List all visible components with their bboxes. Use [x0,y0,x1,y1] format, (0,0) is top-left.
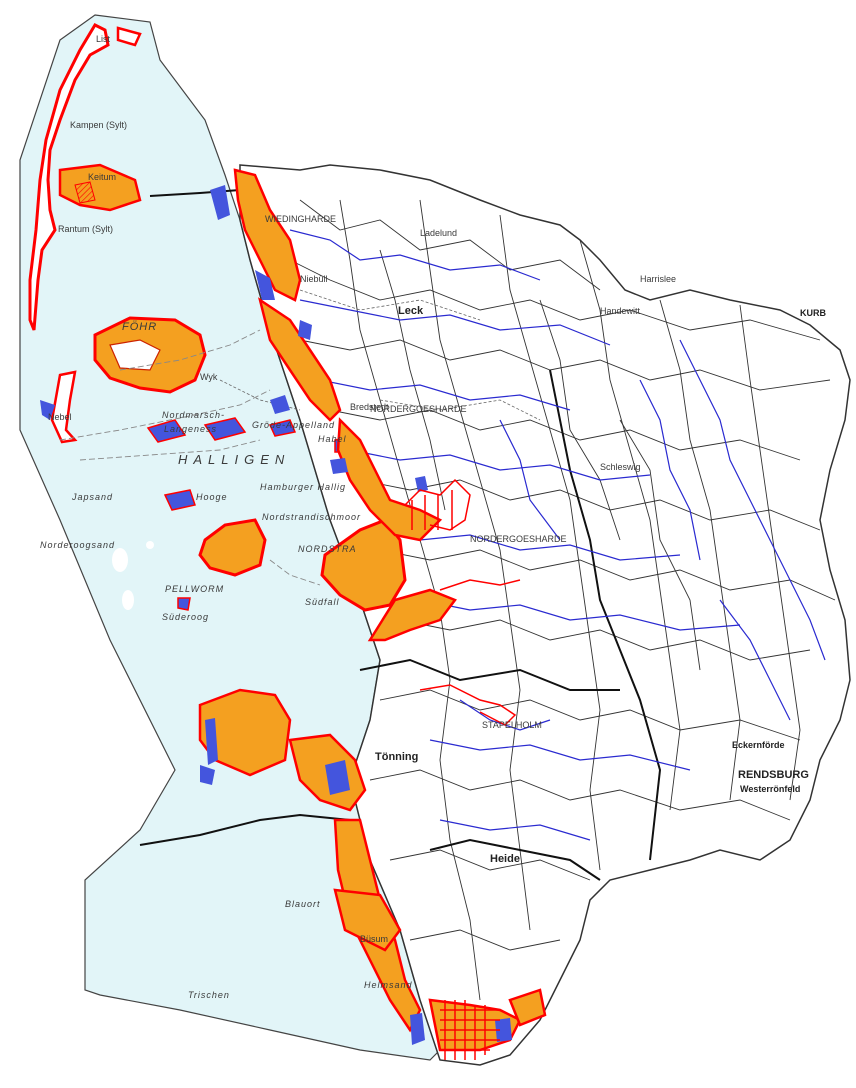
label-pellworm: PELLWORM [165,584,224,594]
label-rendsburg: RENDSBURG [738,769,809,781]
rivers [289,229,826,841]
label-bredstedt: Bredstedt [350,402,389,412]
channels [59,329,321,586]
label-nordergoesharde: NORDERGOESHARDE [370,404,467,414]
label-stapelholm: STAPELHOLM [482,720,542,730]
label-nebel: Nebel [48,412,72,422]
label-leck: Leck [398,305,424,317]
label-buesum: Büsum [360,934,388,944]
label-toenning: Tönning [375,751,418,763]
label-habel: Habel [318,434,347,444]
label-langeness: Langeness [164,424,217,434]
mainland [239,164,851,1066]
label-trischen: Trischen [188,990,230,1000]
islands [40,316,407,612]
sandbanks [112,541,154,610]
label-eckernfoerde: Eckernförde [732,740,785,750]
label-kurb: KURB [800,308,826,318]
label-suederoog: Süderoog [162,612,209,622]
label-nordergoesharde-2: NORDERGOESHARDE [470,534,567,544]
label-westerroenfeld: Westerrönfeld [740,784,800,794]
water-bodies [200,185,512,1045]
label-nordstrandischmoor: Nordstrandischmoor [262,512,361,522]
label-list: List [96,34,111,44]
label-foehr: FÖHR [122,321,157,333]
label-wyk: Wyk [200,372,218,382]
label-handewitt: Handewitt [600,306,641,316]
label-niebuell: Niebüll [300,274,328,284]
label-blauort: Blauort [285,899,321,909]
label-japsand: Japsand [71,492,113,502]
sylt-island [28,23,142,331]
label-nordmarsch: Nordmarsch- [162,410,225,420]
municipal-boundaries [289,199,836,1001]
label-helmsand: Helmsand [364,980,413,990]
label-kampen: Kampen (Sylt) [70,120,127,130]
label-hamburger-hallig: Hamburger Hallig [260,482,346,492]
label-schleswig: Schleswig [600,462,641,472]
label-suedfall: Südfall [305,597,340,607]
district-boundaries [139,189,662,881]
dike-network [404,478,521,1060]
label-keitum: Keitum [88,172,116,182]
map-labels: List Kampen (Sylt) Keitum Rantum (Sylt) … [40,34,826,1000]
label-rantum: Rantum (Sylt) [58,224,113,234]
label-wiedingharde: WIEDINGHARDE [265,214,336,224]
label-ladelund: Ladelund [420,228,457,238]
label-heide: Heide [490,853,520,865]
label-groede: Gröde-Appelland [252,420,335,430]
label-hooge: Hooge [196,492,228,502]
label-norderoogsand: Norderoogsand [40,540,115,550]
label-nordstrand: NORDSTRA [298,544,357,554]
label-harrislee: Harrislee [640,274,676,284]
label-halligen: HALLIGEN [178,452,290,467]
